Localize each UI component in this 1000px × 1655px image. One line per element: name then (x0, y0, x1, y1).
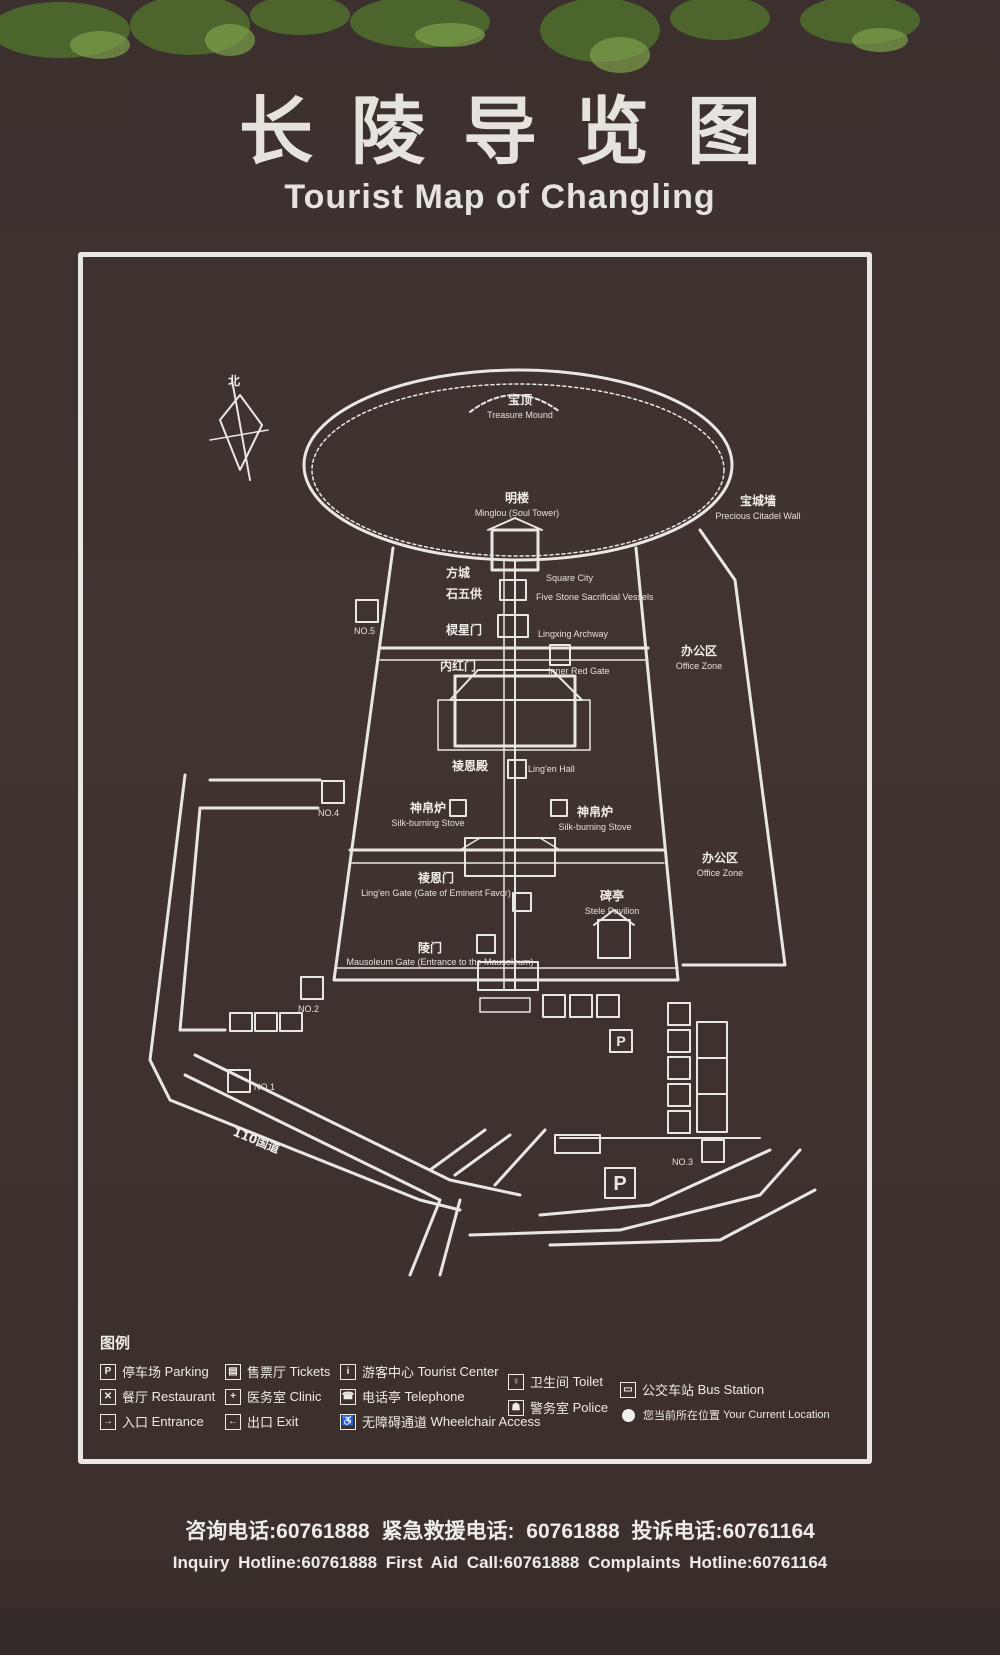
telephone-icon: ☎ (340, 1388, 356, 1405)
legend-bus-station: ▭ 公交车站 Bus Station (620, 1380, 764, 1399)
label-citadel-wall-cn: 宝城墙 (740, 493, 776, 508)
legend-wheelchair: ♿ 无障碍通道 Wheelchair Access (340, 1413, 541, 1430)
label-stove-left-en: Silk-burning Stove (391, 818, 464, 828)
treasure-mound-wall (302, 368, 734, 562)
label-inner-red-gate-en: Inner Red Gate (548, 666, 610, 676)
legend-clinic: + 医务室 Clinic (225, 1387, 321, 1406)
label-office-zone-1-cn: 办公区 (681, 643, 717, 658)
label-soul-tower-cn: 明楼 (505, 490, 529, 505)
legend-police: ☗ 警务室 Police (508, 1398, 608, 1417)
label-lingen-gate-cn: 祾恩门 (418, 870, 454, 885)
toilet-no3: NO.3 (672, 1157, 693, 1167)
legend-tickets: ▤ 售票厅 Tickets (225, 1362, 330, 1381)
restaurant-icon: ✕ (100, 1388, 116, 1405)
legend-current-location: 您当前所在位置 Your Current Location (622, 1407, 830, 1423)
label-lingxing-en: Lingxing Archway (538, 629, 609, 639)
police-icon: ☗ (508, 1399, 524, 1416)
compound-outline (332, 546, 680, 982)
compass-rose-icon (209, 379, 269, 481)
legend-telephone: ☎ 电话亭 Telephone (340, 1388, 465, 1405)
board-base (0, 1608, 1000, 1655)
toilet-icon: ♀ (508, 1373, 524, 1390)
label-treasure-mound-cn: 宝顶 (508, 392, 532, 407)
legend-title: 图例 (100, 1335, 131, 1352)
legend-tourist-center: i 游客中心 Tourist Center (340, 1362, 499, 1381)
toilet-labels: NO.5 NO.4 NO.2 NO.1 NO.3 (254, 626, 693, 1167)
footer-hotlines-en: Inquiry Hotline:60761888 First Aid Call:… (172, 1553, 828, 1572)
label-square-city-en: Square City (546, 573, 594, 583)
legend-toilet: ♀ 卫生间 Toilet (508, 1372, 603, 1391)
label-lingen-hall-en: Ling'en Hall (528, 764, 575, 774)
label-soul-tower-en: Minglou (Soul Tower) (475, 508, 559, 518)
label-citadel-wall-en: Precious Citadel Wall (715, 511, 800, 521)
label-mausoleum-gate-cn: 陵门 (418, 940, 442, 955)
current-location-icon (622, 1408, 635, 1422)
label-five-stone-en: Five Stone Sacrificial Vessels (536, 592, 654, 602)
label-stele-pavilion-cn: 碑亭 (600, 888, 624, 903)
foliage-overhang (0, 0, 920, 73)
legend-entrance: → 入口 Entrance (100, 1412, 204, 1431)
label-inner-red-gate-cn: 内红门 (440, 658, 476, 673)
label-stove-right-cn: 神帛炉 (577, 804, 613, 819)
label-five-stone-cn: 石五供 (445, 586, 482, 601)
facility-icons (227, 599, 725, 1199)
label-lingxing-cn: 棂星门 (446, 622, 482, 637)
north-label: 北 (228, 373, 240, 388)
svg-text:P: P (613, 1173, 626, 1195)
label-office-zone-2-cn: 办公区 (702, 850, 738, 865)
entrance-icon: → (100, 1413, 116, 1430)
road-label: 110国道 (231, 1124, 282, 1156)
bus-icon: ▭ (620, 1381, 636, 1398)
info-icon: i (340, 1363, 356, 1380)
soul-tower-building (490, 528, 540, 572)
title-english: Tourist Map of Changling (284, 178, 716, 216)
toilet-no5: NO.5 (354, 626, 375, 636)
label-treasure-mound-en: Treasure Mound (487, 410, 553, 420)
label-stove-left-cn: 神帛炉 (410, 800, 446, 815)
footer-hotlines-cn: 咨询电话:60761888 紧急救援电话: 60761888 投诉电话:6076… (185, 1520, 815, 1543)
legend-exit: ← 出口 Exit (225, 1412, 298, 1431)
label-mausoleum-gate-en: Mausoleum Gate (Entrance to the Mausoleu… (346, 957, 533, 967)
label-square-city-cn: 方城 (446, 565, 470, 580)
title-chinese: 长陵导览图 (239, 89, 799, 175)
label-lingen-hall-cn: 祾恩殿 (452, 758, 489, 773)
toilet-no1: NO.1 (254, 1082, 275, 1092)
tickets-icon: ▤ (225, 1363, 241, 1380)
svg-text:P: P (616, 1033, 625, 1049)
lingen-hall-building (453, 674, 577, 748)
map-frame (78, 252, 872, 1464)
legend-parking: P 停车场 Parking (100, 1362, 209, 1381)
label-stele-pavilion-en: Stele Pavilion (585, 906, 640, 916)
exit-icon: ← (225, 1413, 241, 1430)
clinic-icon: + (225, 1388, 241, 1405)
map-labels: 宝顶 Treasure Mound 明楼 Minglou (Soul Tower… (346, 392, 800, 967)
wheelchair-icon: ♿ (340, 1413, 356, 1430)
parking-icon: P (100, 1363, 116, 1380)
toilet-no4: NO.4 (318, 808, 339, 818)
legend-restaurant: ✕ 餐厅 Restaurant (100, 1387, 215, 1406)
label-office-zone-2-en: Office Zone (697, 868, 743, 878)
label-stove-right-en: Silk-burning Stove (558, 822, 631, 832)
label-lingen-gate-en: Ling'en Gate (Gate of Eminent Favor) (361, 888, 511, 898)
toilet-no2: NO.2 (298, 1004, 319, 1014)
label-office-zone-1-en: Office Zone (676, 661, 722, 671)
